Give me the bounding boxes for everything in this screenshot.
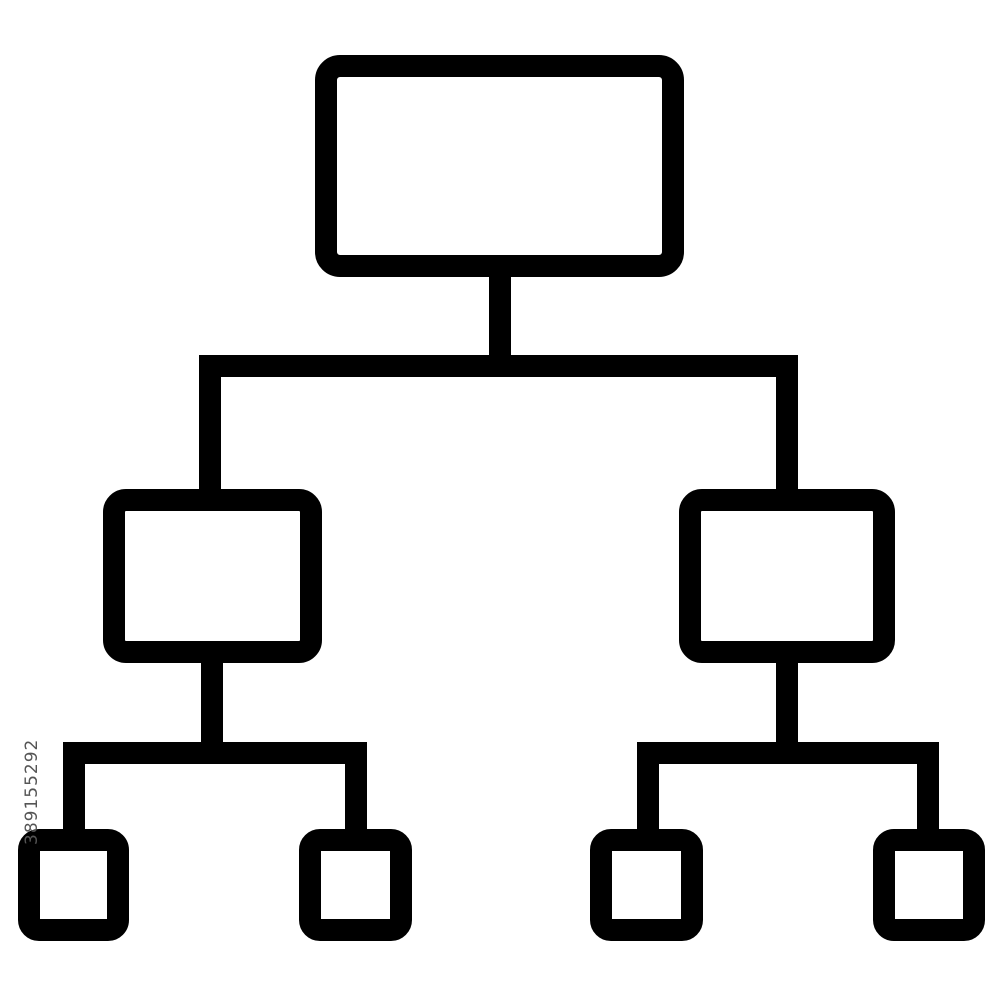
left-subtree-connector bbox=[63, 641, 367, 851]
root-connector bbox=[199, 255, 798, 511]
left-node-box bbox=[103, 489, 322, 663]
root-node-box bbox=[315, 55, 684, 277]
stock-id-text: 389155292 bbox=[22, 738, 42, 845]
right-subtree-connector bbox=[637, 641, 939, 851]
leaf-node-box-2 bbox=[299, 829, 412, 941]
right-node-box bbox=[679, 489, 895, 663]
leaf-node-box-4 bbox=[873, 829, 985, 941]
leaf-node-box-1 bbox=[18, 829, 129, 941]
leaf-node-box-3 bbox=[590, 829, 703, 941]
